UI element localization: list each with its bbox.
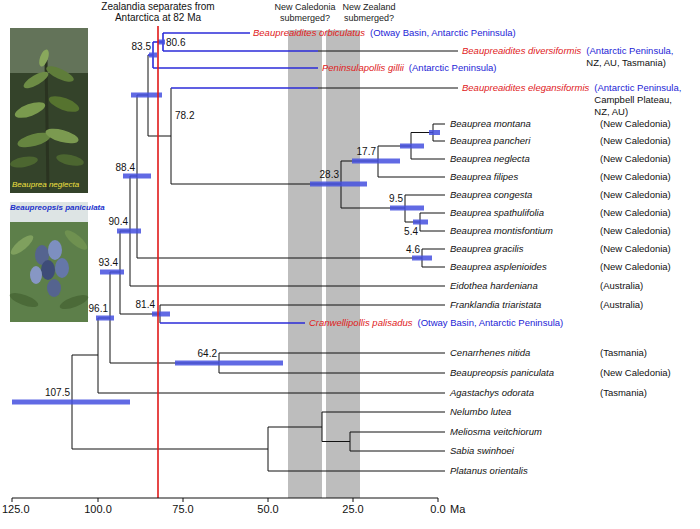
node-age: 93.4 xyxy=(99,257,118,268)
locality: NZ, AU) xyxy=(594,106,628,118)
node-age: 107.5 xyxy=(45,387,70,398)
taxon-name: Beauprea montana xyxy=(450,118,531,130)
locality: NZ, AU, Tasmania) xyxy=(586,57,666,69)
locality: (New Caledonia) xyxy=(600,207,671,219)
node-age: 80.6 xyxy=(166,37,185,48)
locality: (New Caledonia) xyxy=(600,243,671,255)
taxon-name: Beauprea asplenioides xyxy=(450,261,547,273)
node-age: 28.3 xyxy=(320,169,339,180)
axis-tick-label: 100.0 xyxy=(84,503,112,515)
submergence-band: New Caledonia submerged? xyxy=(288,2,322,498)
submergence-band: New Zealand submerged? xyxy=(326,2,360,498)
locality: (New Caledonia) xyxy=(600,135,671,147)
fossil-taxon: Peninsulapollis gillii xyxy=(322,62,404,74)
fossil-taxon: Beaupreaidites orbiculatus xyxy=(253,27,365,39)
locality: (Otway Basin, Antarctic Peninsula) xyxy=(370,27,516,39)
locality: (New Caledonia) xyxy=(600,171,671,183)
node-age: 64.2 xyxy=(198,348,217,359)
taxon-name: Cenarrhenes nitida xyxy=(450,347,530,359)
node-age: 96.1 xyxy=(89,303,108,314)
axis-tick-label: 0.0 xyxy=(430,503,445,515)
locality: (Australia) xyxy=(600,299,643,311)
node-age: 88.4 xyxy=(116,162,135,173)
event-note: Zealandia separates from Antarctica at 8… xyxy=(83,1,233,23)
band-heading: New Caledonia submerged? xyxy=(272,2,338,24)
axis-unit: Ma xyxy=(450,503,465,515)
node-age: 78.2 xyxy=(175,110,194,121)
locality: (New Caledonia) xyxy=(600,367,671,379)
node-age: 81.4 xyxy=(136,299,155,310)
locality: (New Caledonia) xyxy=(600,189,671,201)
node-age: 90.4 xyxy=(109,216,128,227)
locality: (Australia) xyxy=(600,280,643,292)
taxon-name: Beaupreopsis paniculata xyxy=(450,367,554,379)
fossil-taxon: Beaupreaidites diversiformis xyxy=(462,45,581,57)
photo-caption: Beauprea neglecta xyxy=(12,180,79,190)
locality: (New Caledonia) xyxy=(600,153,671,165)
node-age: 4.6 xyxy=(406,244,420,255)
taxon-name: Eidothea hardeniana xyxy=(450,280,538,292)
taxon-name: Meliosma veitchiorum xyxy=(450,426,542,438)
axis-tick-label: 25.0 xyxy=(342,503,363,515)
node-age: 5.4 xyxy=(404,226,418,237)
locality: Campbell Plateau, xyxy=(594,94,672,106)
taxon-name: Nelumbo lutea xyxy=(450,406,511,418)
taxon-name: Beauprea gracilis xyxy=(450,243,523,255)
locality: (Tasmania) xyxy=(600,387,647,399)
taxon-name: Franklandia triaristata xyxy=(450,299,541,311)
locality: (Antarctic Peninsula) xyxy=(409,62,497,74)
plant-photo xyxy=(9,28,88,193)
taxon-name: Beauprea montisfontium xyxy=(450,225,553,237)
taxon-name: Beauprea pancheri xyxy=(450,135,530,147)
fossil-taxon: Beaupreaidites elegansiformis xyxy=(462,82,589,94)
taxon-name: Beauprea spathulifolia xyxy=(450,207,544,219)
plant-photo xyxy=(8,202,90,322)
photo-caption: Beaupreopsis paniculata xyxy=(10,203,105,213)
locality: (New Caledonia) xyxy=(600,261,671,273)
locality: (New Caledonia) xyxy=(600,225,671,237)
taxon-name: Sabia swinhoei xyxy=(450,445,514,457)
fossil-taxon: Cranwellipollis palisadus xyxy=(309,317,413,329)
axis-tick-label: 50.0 xyxy=(257,503,278,515)
locality: (New Caledonia) xyxy=(600,118,671,130)
node-age: 9.5 xyxy=(389,193,403,204)
taxon-name: Beauprea congesta xyxy=(450,189,532,201)
locality: (Otway Basin, Antarctic Peninsula) xyxy=(418,317,564,329)
taxon-name: Agastachys odorata xyxy=(450,387,534,399)
taxon-name: Platanus orientalis xyxy=(450,465,528,477)
axis-tick-label: 125.0 xyxy=(2,503,30,515)
locality: (Antarctic Peninsula, xyxy=(586,45,673,57)
node-age: 17.7 xyxy=(357,146,376,157)
axis-tick-label: 75.0 xyxy=(172,503,193,515)
locality: (Tasmania) xyxy=(600,347,647,359)
node-age: 83.5 xyxy=(132,41,151,52)
band-heading: New Zealand submerged? xyxy=(338,2,400,24)
taxon-name: Beauprea neglecta xyxy=(450,153,530,165)
taxon-name: Beauprea filipes xyxy=(450,171,518,183)
locality: (Antarctic Peninsula, xyxy=(594,82,681,94)
